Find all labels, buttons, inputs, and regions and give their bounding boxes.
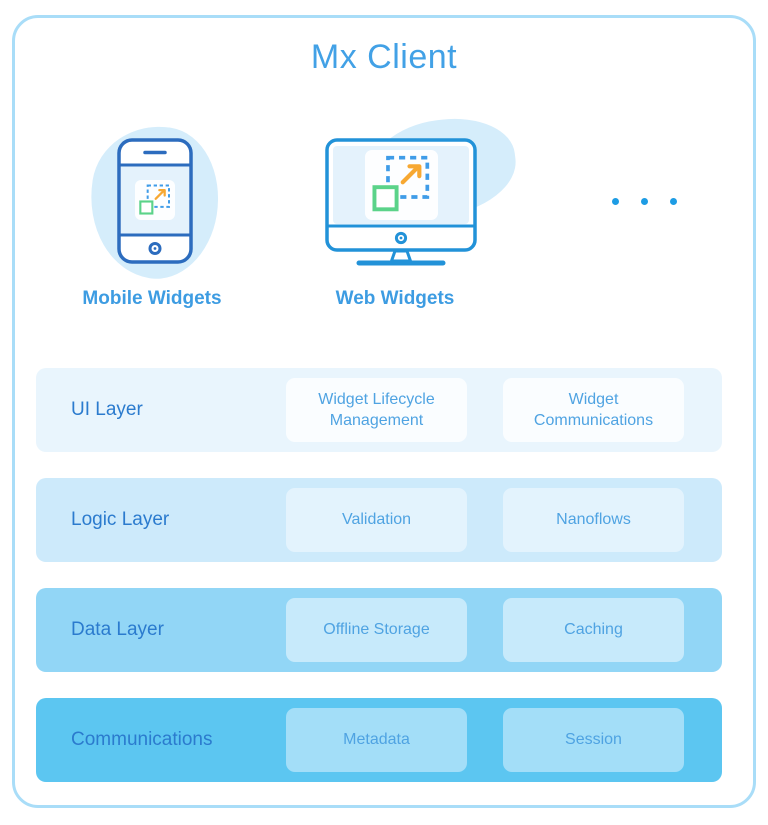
ellipsis-dot — [612, 198, 619, 205]
layer-label: Data Layer — [71, 619, 164, 640]
layer-stack: UI Layer Widget Lifecycle Management Wid… — [36, 368, 722, 808]
layer-item: Nanoflows — [503, 488, 684, 552]
layer-item-label: Offline Storage — [323, 621, 430, 639]
layer-item-label: Validation — [341, 511, 412, 529]
layer-item: Widget Communications — [503, 378, 684, 442]
layer-item-label: Widget Communications — [533, 390, 654, 429]
layer-item-label: Caching — [564, 621, 623, 639]
layer-item: Validation — [286, 488, 467, 552]
layer-label: Logic Layer — [71, 509, 170, 530]
layer-item-label: Metadata — [343, 731, 410, 749]
layer-item: Offline Storage — [286, 598, 467, 662]
ellipsis-dots-icon — [612, 198, 677, 205]
layer-item-label: Widget Lifecycle Management — [318, 390, 435, 429]
ellipsis-dot — [670, 198, 677, 205]
ellipsis-dot — [641, 198, 648, 205]
layer-row: Communications Metadata Session — [36, 698, 722, 782]
layer-item: Caching — [503, 598, 684, 662]
layer-item: Widget Lifecycle Management — [286, 378, 467, 442]
layer-row: Logic Layer Validation Nanoflows — [36, 478, 722, 562]
diagram-title: Mx Client — [310, 38, 458, 76]
desktop-monitor-icon — [325, 138, 477, 266]
layer-row: UI Layer Widget Lifecycle Management Wid… — [36, 368, 722, 452]
layer-label: Communications — [71, 729, 213, 750]
layer-label: UI Layer — [71, 399, 143, 420]
layer-row: Data Layer Offline Storage Caching — [36, 588, 722, 672]
web-widgets-label: Web Widgets — [335, 288, 455, 309]
layer-item-label: Nanoflows — [556, 511, 631, 529]
mobile-widgets-label: Mobile Widgets — [82, 288, 222, 309]
layer-item-label: Session — [565, 731, 622, 749]
layer-item: Session — [503, 708, 684, 772]
layer-item: Metadata — [286, 708, 467, 772]
smartphone-icon — [117, 138, 193, 264]
